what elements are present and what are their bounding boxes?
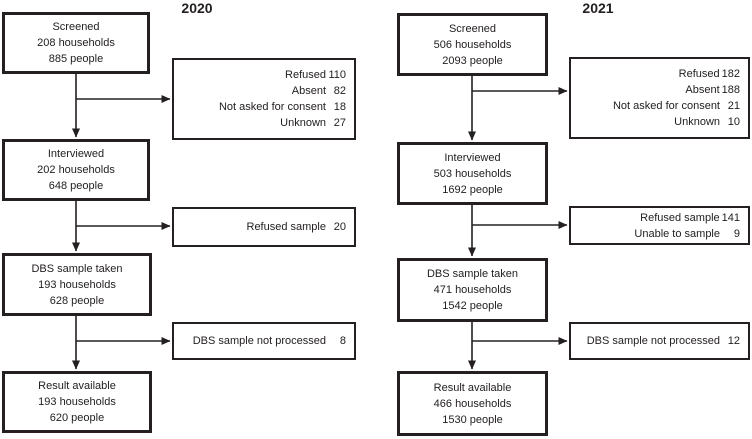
year-label-2021: 2021 — [582, 0, 614, 16]
side-row-label: Unknown — [280, 117, 326, 129]
box-result-available-2020: Result available 193 households 620 peop… — [2, 371, 152, 433]
side-row-label: DBS sample not processed — [586, 335, 720, 347]
box-line: 466 households — [433, 397, 512, 410]
side-row-label: Refused — [678, 68, 720, 80]
box-line: 506 households — [433, 38, 512, 51]
side-row: Not asked for consent 21 — [571, 98, 740, 114]
box-line: 193 households — [38, 396, 116, 408]
box-line: 193 households — [38, 278, 116, 291]
side-row-label: Refused sample — [640, 211, 720, 224]
side-row: Not asked for consent 18 — [174, 99, 346, 115]
side-row-value: 188 — [721, 84, 740, 96]
box-line: 2093 people — [442, 54, 503, 67]
box-dbs-not-processed-2021: DBS sample not processed 12 — [569, 322, 750, 360]
box-line: 1542 people — [442, 300, 503, 312]
box-refused-sample-2021: Refused sample 141 Unable to sample 9 — [569, 206, 750, 245]
box-line: 885 people — [48, 53, 104, 65]
side-row-label: DBS sample not processed — [192, 335, 326, 347]
box-line: 1530 people — [442, 413, 503, 426]
box-result-available-2021: Result available 466 households 1530 peo… — [397, 371, 548, 436]
side-row-value: 21 — [727, 100, 740, 112]
side-row: Refused sample 20 — [174, 219, 347, 235]
side-row: Unable to sample 9 — [571, 226, 740, 242]
box-line: DBS sample taken — [31, 262, 123, 275]
box-line: Result available — [38, 380, 116, 392]
side-row: Refused 182 — [571, 66, 740, 82]
box-line: Interviewed — [444, 151, 501, 164]
box-line: Interviewed — [47, 148, 105, 160]
side-row-value: 20 — [333, 221, 346, 233]
side-row-value: 9 — [733, 227, 740, 240]
box-interviewed-2021: Interviewed 503 households 1692 people — [397, 142, 548, 205]
side-row-value: 27 — [333, 117, 346, 129]
side-row-label: Absent — [685, 84, 720, 96]
box-line: Result available — [433, 381, 512, 394]
year-label-2020: 2020 — [181, 0, 213, 16]
side-row: Unknown 10 — [571, 114, 740, 130]
box-screening-exclusions-2021: Refused 182 Absent 188 Not asked for con… — [569, 57, 750, 139]
side-row-label: Refused — [285, 69, 326, 81]
side-row: Unknown 27 — [174, 115, 346, 131]
box-dbs-sample-taken-2020: DBS sample taken 193 households 628 peop… — [2, 253, 152, 316]
side-row-label: Not asked for consent — [612, 100, 720, 112]
box-refused-sample-2020: Refused sample 20 — [172, 207, 356, 247]
side-row: Absent 188 — [571, 82, 740, 98]
box-line: DBS sample taken — [426, 268, 519, 280]
box-dbs-sample-taken-2021: DBS sample taken 471 households 1542 peo… — [397, 258, 548, 322]
box-line: 1692 people — [442, 183, 503, 196]
side-row-value: 182 — [721, 68, 740, 80]
box-screened-2021: Screened 506 households 2093 people — [397, 13, 548, 76]
side-row-label: Absent — [291, 85, 326, 97]
side-row: DBS sample not processed 8 — [174, 333, 346, 349]
box-line: Screened — [448, 22, 497, 35]
side-row: Absent 82 — [174, 83, 346, 99]
box-line: 620 people — [49, 412, 105, 424]
box-line: 628 people — [49, 294, 105, 307]
box-screened-2020: Screened 208 households 885 people — [2, 12, 150, 74]
box-line: 503 households — [433, 167, 512, 180]
side-row-value: 18 — [333, 101, 346, 113]
side-row-value: 12 — [727, 335, 740, 347]
box-line: 202 households — [37, 164, 115, 176]
box-dbs-not-processed-2020: DBS sample not processed 8 — [172, 322, 356, 360]
side-row-value: 82 — [333, 85, 346, 97]
side-row: DBS sample not processed 12 — [571, 333, 740, 349]
side-row: Refused 110 — [174, 67, 346, 83]
box-line: 471 households — [433, 284, 512, 296]
side-row-label: Refused sample — [246, 221, 327, 233]
box-line: 648 people — [48, 180, 104, 192]
side-row-value: 141 — [721, 211, 740, 224]
side-row-value: 10 — [727, 116, 740, 128]
side-row-value: 110 — [328, 69, 346, 81]
box-line: Screened — [52, 21, 100, 33]
box-screening-exclusions-2020: Refused 110 Absent 82 Not asked for cons… — [172, 58, 356, 140]
side-row-label: Unable to sample — [634, 227, 720, 240]
side-row-label: Not asked for consent — [218, 101, 326, 113]
side-row-value: 8 — [339, 335, 346, 347]
side-row-label: Unknown — [674, 116, 720, 128]
side-row: Refused sample 141 — [571, 210, 740, 226]
box-interviewed-2020: Interviewed 202 households 648 people — [2, 139, 150, 201]
box-line: 208 households — [37, 37, 115, 49]
